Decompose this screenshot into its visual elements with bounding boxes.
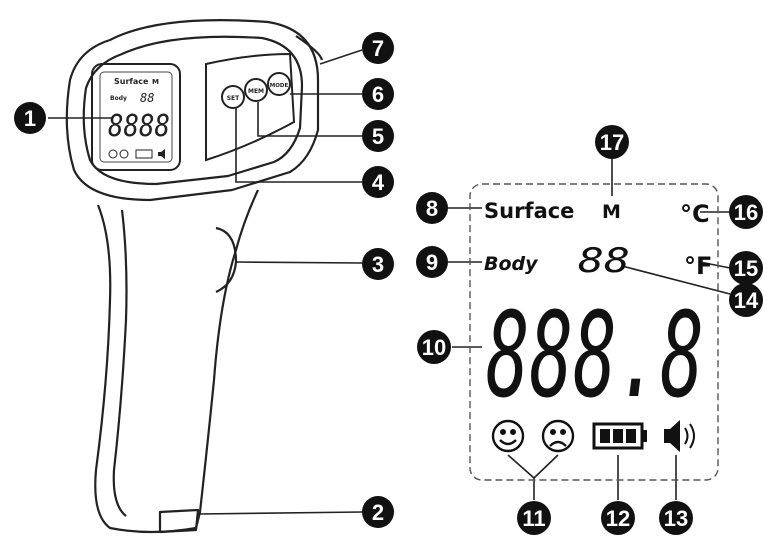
device-screen-m: M xyxy=(152,78,159,86)
lcd-body-label: Body xyxy=(484,253,539,275)
set-button[interactable] xyxy=(221,85,245,109)
callout-14: 14 xyxy=(729,283,763,317)
callout-2: 2 xyxy=(362,496,394,528)
callout-16-number: 16 xyxy=(734,200,758,225)
callout-16: 16 xyxy=(729,195,763,229)
speaker-icon xyxy=(664,420,695,452)
device-screen-big-digits: 8888 xyxy=(108,109,170,144)
device-screen-small-digits: 88 xyxy=(140,91,154,105)
lcd-unit-fahrenheit: °F xyxy=(684,252,712,280)
callout-1-number: 1 xyxy=(24,106,36,131)
happy-face-icon xyxy=(491,419,525,453)
callout-11-number: 11 xyxy=(522,506,545,531)
callout-14-number: 14 xyxy=(734,288,759,313)
set-button-label: SET xyxy=(227,95,240,102)
lcd-surface-label: Surface xyxy=(484,199,574,223)
device-speaker-icon xyxy=(158,149,165,159)
callout-4-number: 4 xyxy=(372,170,385,195)
callout-7: 7 xyxy=(362,32,394,64)
callout-17-number: 17 xyxy=(600,130,624,155)
callout-3-number: 3 xyxy=(372,252,384,277)
battery-icon xyxy=(592,422,647,450)
leader-lines xyxy=(48,49,731,515)
callout-8-number: 8 xyxy=(426,196,438,221)
device-happy-icon xyxy=(108,149,118,159)
device-screen-body: Body xyxy=(110,95,127,102)
lcd-detail: Surface M °C Body 88 °F 888.8 xyxy=(469,183,719,481)
device-sad-icon xyxy=(119,149,129,159)
callout-7-number: 7 xyxy=(372,36,384,61)
device-battery-icon xyxy=(135,149,153,159)
callout-10-number: 10 xyxy=(422,335,446,360)
callout-1: 1 xyxy=(14,102,46,134)
callout-15-number: 15 xyxy=(734,256,758,281)
mode-button[interactable] xyxy=(267,72,291,96)
callout-17: 17 xyxy=(595,125,629,159)
callout-13-number: 13 xyxy=(664,506,688,531)
callout-6-number: 6 xyxy=(372,82,384,107)
thermometer-outline xyxy=(65,19,324,534)
callout-3: 3 xyxy=(362,248,394,280)
mem-button-label: MEM xyxy=(248,88,264,95)
sad-face-icon xyxy=(541,419,575,453)
callout-5-number: 5 xyxy=(372,124,384,149)
lcd-big-digits: 888.8 xyxy=(486,286,704,424)
lcd-small-digits: 88 xyxy=(578,241,630,281)
callout-13: 13 xyxy=(659,501,693,535)
callout-6: 6 xyxy=(362,78,394,110)
device-screen: Surface M Body 88 8888 xyxy=(91,63,181,171)
button-panel: SET MEM MODE xyxy=(205,52,296,162)
mem-button[interactable] xyxy=(244,78,268,102)
callout-12: 12 xyxy=(601,501,635,535)
device-screen-surface: Surface xyxy=(114,77,149,86)
callout-11: 11 xyxy=(517,501,551,535)
callout-5: 5 xyxy=(362,120,394,152)
callout-12-number: 12 xyxy=(606,506,630,531)
callout-4: 4 xyxy=(362,166,394,198)
mode-button-label: MODE xyxy=(270,83,289,89)
callout-2-number: 2 xyxy=(372,500,384,525)
callout-15: 15 xyxy=(729,251,763,285)
callout-9: 9 xyxy=(416,246,448,278)
lcd-unit-celsius: °C xyxy=(680,200,710,228)
callout-9-number: 9 xyxy=(426,250,438,275)
callout-10: 10 xyxy=(417,330,451,364)
lcd-mode-m: M xyxy=(602,201,621,223)
callout-8: 8 xyxy=(416,192,448,224)
